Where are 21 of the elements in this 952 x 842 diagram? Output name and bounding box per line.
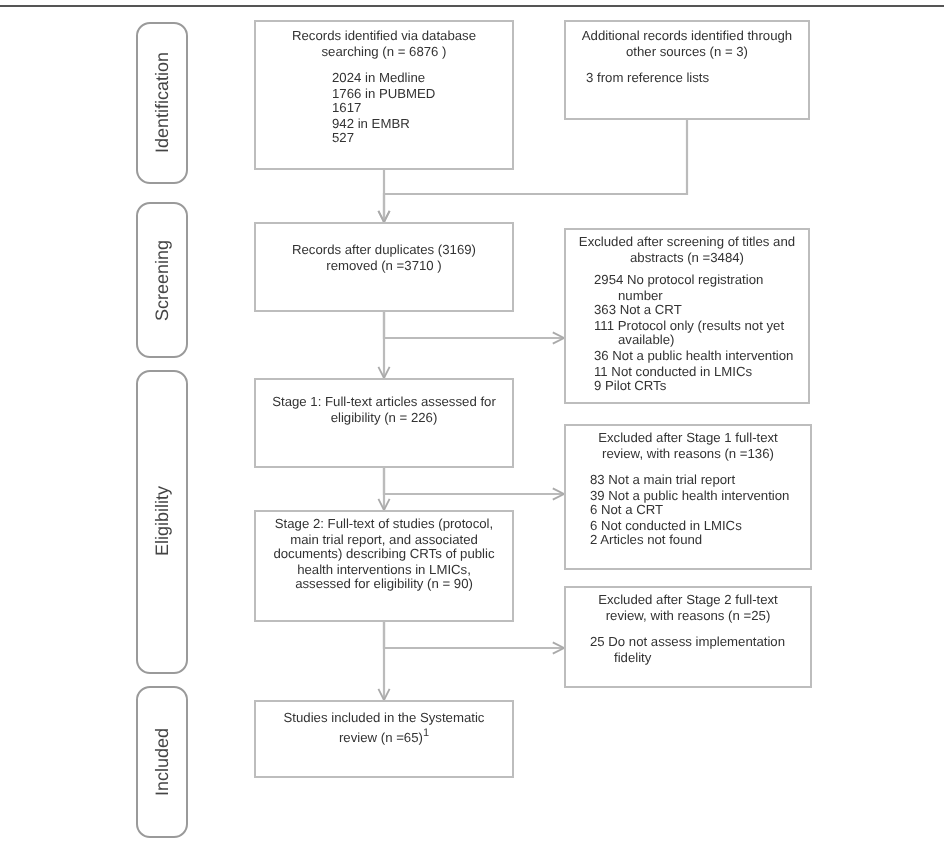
arrow: [382, 622, 565, 655]
phase-label-box: [136, 22, 188, 184]
arrow: [382, 468, 565, 501]
phase-label-box: [136, 370, 188, 674]
process-box: [564, 424, 812, 570]
phase-label-box: [136, 202, 188, 358]
arrow: [382, 312, 565, 345]
phase-label-box: [136, 686, 188, 838]
phase-label: Eligibility: [152, 486, 172, 557]
process-box: [254, 20, 514, 170]
arrow: [377, 120, 689, 223]
process-box: [564, 228, 810, 404]
phase-label: Identification: [152, 52, 172, 154]
process-box: [254, 510, 514, 622]
process-box: [254, 378, 514, 468]
phase-label: Screening: [152, 239, 172, 321]
process-box: [564, 20, 810, 120]
process-box: [254, 222, 514, 312]
process-box: [564, 586, 812, 688]
process-box: [254, 700, 514, 778]
phase-label: Included: [152, 727, 172, 797]
